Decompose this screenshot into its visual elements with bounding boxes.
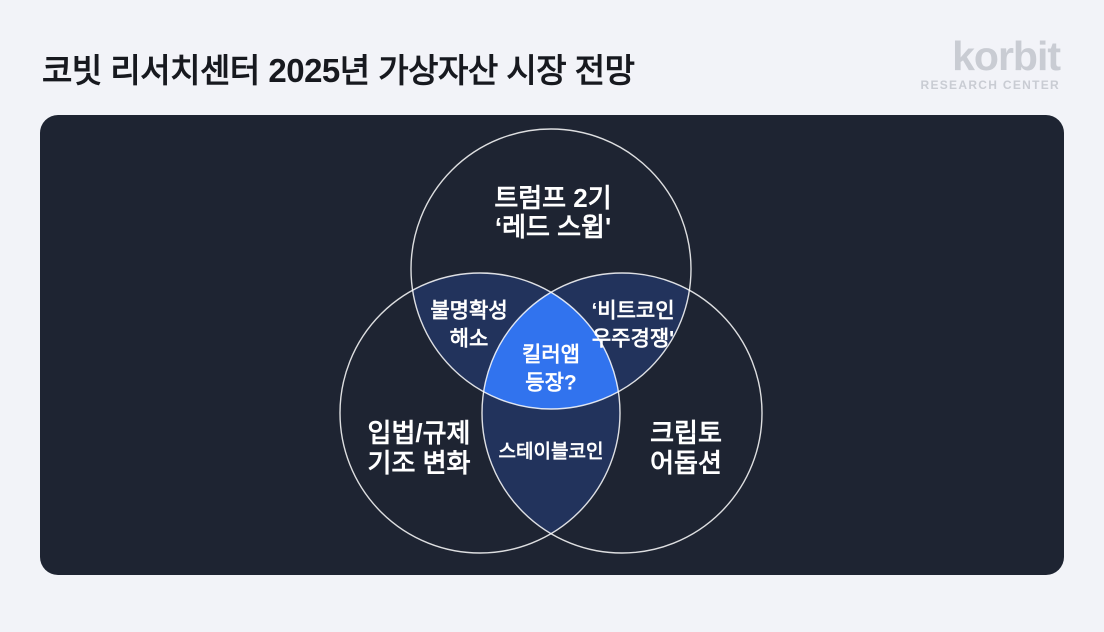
overlap-center-label-line1: 킬러앱 bbox=[522, 344, 580, 367]
overlap-center-shape bbox=[483, 292, 619, 409]
research-center-label: RESEARCH CENTER bbox=[920, 78, 1060, 92]
circle-top-label-line2: ‘레드 스윕' bbox=[495, 212, 611, 242]
circle-top-label-line1: 트럼프 2기 bbox=[494, 183, 611, 213]
page-title: 코빗 리서치센터 2025년 가상자산 시장 전망 bbox=[42, 52, 635, 89]
circle-right-label-line1: 크립토 bbox=[650, 418, 722, 448]
venn-labels: 트럼프 2기 ‘레드 스윕' 입법/규제 기조 변화 크립토 어돕션 불명확성 … bbox=[368, 183, 722, 478]
korbit-wordmark: korbit bbox=[952, 33, 1061, 79]
circle-top-outline bbox=[410, 128, 692, 410]
circle-left-outline bbox=[339, 272, 621, 554]
circle-left-label-line2: 기조 변화 bbox=[368, 448, 471, 478]
overlap-center-label-line2: 등장? bbox=[525, 372, 576, 395]
overlap-top-left-label-line1: 불명확성 bbox=[430, 300, 507, 323]
overlap-top-right-label-line1: ‘비트코인 bbox=[591, 300, 674, 323]
circle-right-label-line2: 어돕션 bbox=[650, 448, 722, 478]
venn-diagram: 트럼프 2기 ‘레드 스윕' 입법/규제 기조 변화 크립토 어돕션 불명확성 … bbox=[339, 128, 763, 554]
overlap-top-right-label-line2: 우주경쟁' bbox=[592, 328, 674, 351]
overlap-bottom-label: 스테이블코인 bbox=[499, 441, 604, 463]
circle-right-outline bbox=[481, 272, 763, 554]
venn-panel: 트럼프 2기 ‘레드 스윕' 입법/규제 기조 변화 크립토 어돕션 불명확성 … bbox=[40, 115, 1064, 575]
korbit-logo: korbit RESEARCH CENTER bbox=[920, 33, 1061, 93]
overlap-top-left-label-line2: 해소 bbox=[450, 328, 489, 351]
circle-left-label-line1: 입법/규제 bbox=[368, 418, 471, 448]
